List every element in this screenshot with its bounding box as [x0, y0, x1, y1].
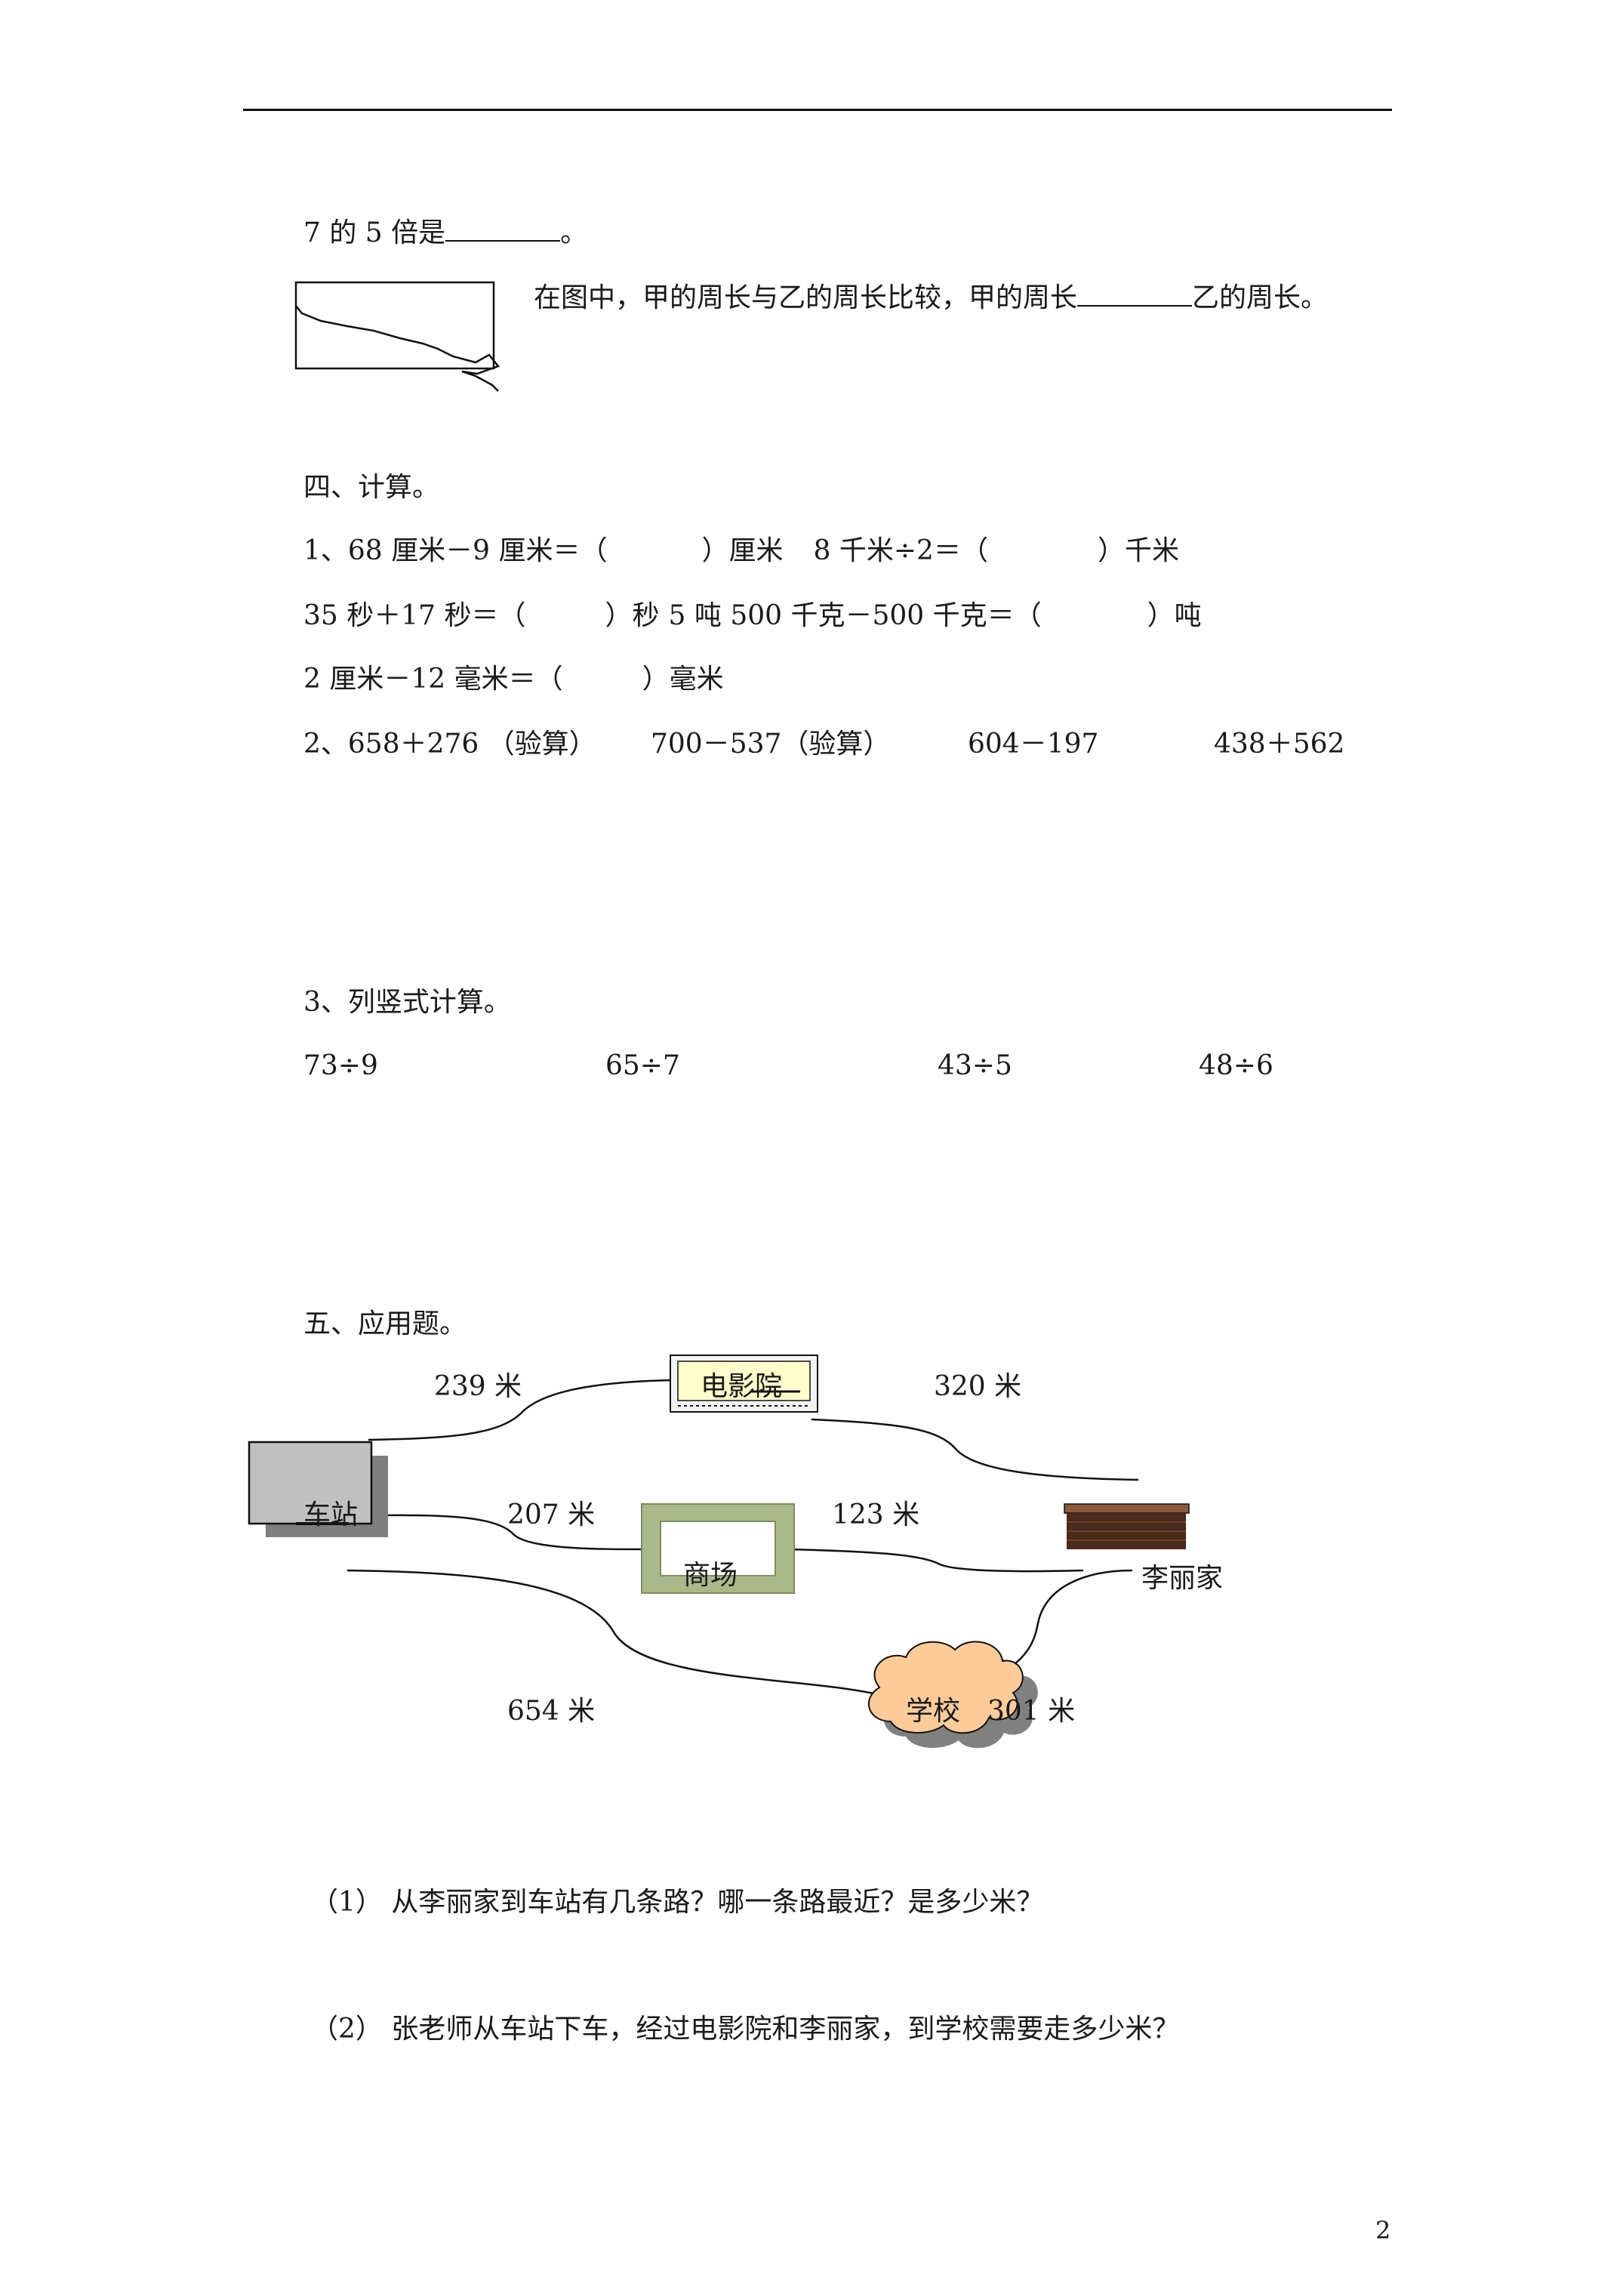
- calc-item: 2、658＋276 （验算）: [303, 729, 596, 760]
- distance-label: 239 米: [434, 1371, 522, 1402]
- calc-item: 604－197: [968, 729, 1099, 760]
- page-number: 2: [1375, 2216, 1391, 2245]
- answer-blank[interactable]: [1077, 278, 1193, 307]
- road-station-school: [346, 1569, 890, 1699]
- word-problem-2: （2） 张老师从车站下车，经过电影院和李丽家，到学校需要走多少米？: [311, 2014, 1180, 2045]
- home-roof: [1064, 1503, 1190, 1514]
- division-item: 73÷9: [303, 1050, 378, 1081]
- division-item: 48÷6: [1199, 1050, 1273, 1081]
- word-problem-1: （1） 从李丽家到车站有几条路？哪一条路最近？是多少米？: [311, 1887, 1044, 1918]
- distance-label: 320 米: [934, 1371, 1021, 1402]
- road-park-home: [790, 1548, 1084, 1573]
- distance-label: 301 米: [987, 1696, 1075, 1727]
- header-rule: [243, 109, 1392, 111]
- park-label: 商场: [683, 1560, 738, 1591]
- calc-line-3: 2 厘米－12 毫米＝（）毫米: [303, 664, 724, 695]
- question-perimeter: 在图中，甲的周长与乙的周长比较，甲的周长乙的周长。: [534, 278, 1328, 315]
- distance-label: 123 米: [832, 1499, 919, 1530]
- division-item: 43÷5: [938, 1050, 1012, 1081]
- home-bricks: [1067, 1521, 1186, 1541]
- calc-item: 438＋562: [1214, 729, 1345, 760]
- section-4-heading: 四、计算。: [303, 472, 440, 503]
- question-7-times-5: 7 的 5 倍是。: [303, 213, 587, 250]
- answer-blank[interactable]: [445, 213, 561, 242]
- vertical-calc-title: 3、列竖式计算。: [303, 987, 511, 1018]
- road-station-cinema: [368, 1379, 673, 1441]
- road-station-park: [383, 1514, 648, 1551]
- station-icon: [248, 1441, 373, 1525]
- school-label: 学校: [906, 1696, 960, 1727]
- road-cinema-home: [811, 1418, 1139, 1481]
- school-icon: [867, 1641, 1024, 1734]
- cinema-screen: [677, 1361, 811, 1401]
- calc-item: 700－537（验算）: [651, 729, 891, 760]
- cinema-label: 电影院: [701, 1371, 782, 1402]
- division-item: 65÷7: [605, 1050, 680, 1081]
- distance-label: 207 米: [507, 1499, 595, 1530]
- home-label: 李丽家: [1141, 1563, 1223, 1594]
- distance-label: 654 米: [507, 1696, 595, 1727]
- section-5-heading: 五、应用题。: [303, 1308, 467, 1339]
- park-icon-inner: [660, 1521, 776, 1576]
- station-label: 车站: [303, 1499, 358, 1530]
